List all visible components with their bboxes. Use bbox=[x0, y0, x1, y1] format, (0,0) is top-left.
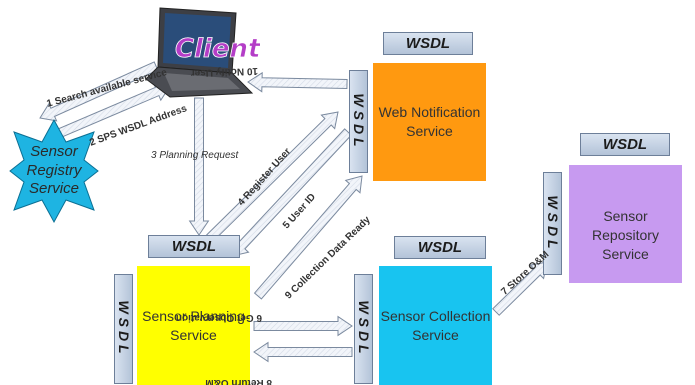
arrow-step-1 bbox=[39, 61, 159, 122]
step-6-label: 6 Get Observation bbox=[175, 312, 262, 323]
arrow-step-8 bbox=[253, 341, 353, 363]
arrow-step-10 bbox=[247, 71, 348, 93]
wsdl-repository-side: WSDL bbox=[543, 172, 562, 275]
sensor-collection-service-label: Sensor Collection Service bbox=[380, 307, 491, 343]
wsdl-repository-top: WSDL bbox=[580, 133, 670, 156]
web-notification-service: Web Notification Service bbox=[373, 63, 486, 181]
arrow-step-4 bbox=[206, 111, 339, 242]
step-8-label: 8 Return O&M bbox=[205, 377, 272, 385]
arrow-step-7 bbox=[492, 261, 548, 316]
wsdl-web-notification-top: WSDL bbox=[383, 32, 473, 55]
sensor-collection-service: Sensor Collection Service bbox=[379, 266, 492, 385]
wsdl-planning-side: WSDL bbox=[114, 274, 133, 384]
client-laptop-icon: Client bbox=[145, 7, 260, 98]
wsdl-collection-top: WSDL bbox=[394, 236, 486, 259]
wsdl-planning-top: WSDL bbox=[148, 235, 240, 258]
wsdl-web-notification-side: WSDL bbox=[349, 70, 368, 173]
step-3-label: 3 Planning Request bbox=[151, 150, 239, 161]
web-notification-service-label: Web Notification Service bbox=[378, 104, 481, 139]
sensor-registry-service-label: Sensor Registry Service bbox=[26, 142, 82, 198]
client-label: Client bbox=[175, 34, 260, 64]
arrow-step-9 bbox=[253, 175, 363, 300]
step-10-label: 10 Notify User bbox=[190, 65, 259, 79]
sensor-repository-service-label: Sensor Repository Service bbox=[592, 208, 659, 262]
sensor-registry-service: Sensor Registry Service bbox=[8, 118, 100, 224]
sensor-planning-service-label: Sensor Planning Service bbox=[142, 307, 245, 343]
sensor-planning-service: Sensor Planning Service bbox=[137, 266, 250, 385]
sensor-repository-service: Sensor Repository Service bbox=[569, 165, 682, 283]
registry-star-shape bbox=[9, 118, 99, 224]
arrow-step-6 bbox=[253, 315, 353, 337]
wsdl-collection-side: WSDL bbox=[354, 274, 373, 384]
arrow-step-3 bbox=[188, 97, 210, 236]
